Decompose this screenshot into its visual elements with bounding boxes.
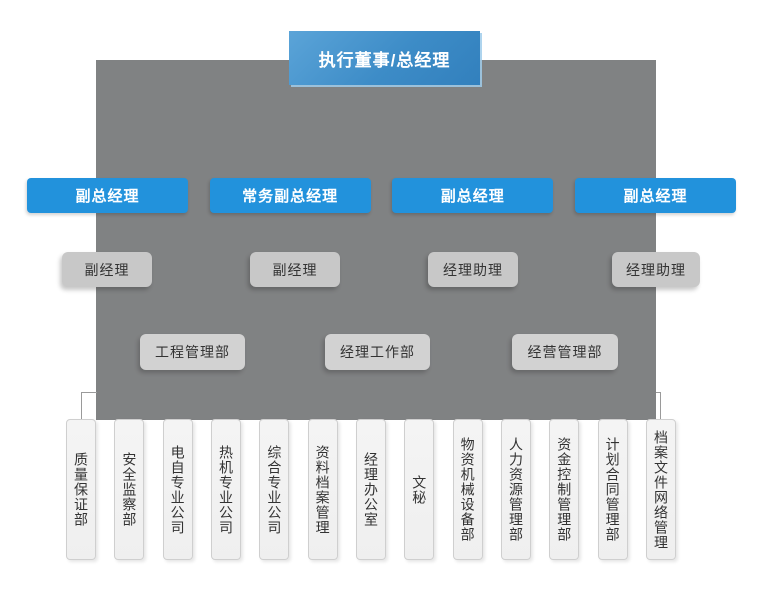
node-deputy-manager-1: 副经理	[62, 252, 152, 287]
node-standing-deputy-general-manager: 常务副总经理	[209, 178, 371, 213]
dept-label: 文秘	[411, 474, 428, 505]
node-secretary: 文秘	[404, 419, 435, 560]
node-material-machinery-equipment-dept: 物资机械设备部	[452, 419, 483, 560]
node-safety-supervision-dept: 安全监察部	[114, 419, 145, 560]
node-manager-assistant-1: 经理助理	[428, 252, 518, 287]
node-manager-assistant-2: 经理助理	[612, 252, 700, 287]
department-row: 质量保证部 安全监察部 电自专业公司 热机专业公司 综合专业公司 资料档案管理 …	[66, 419, 676, 562]
dept-label: 综合专业公司	[266, 444, 283, 535]
dept-label: 物资机械设备部	[459, 437, 476, 542]
node-deputy-general-manager-1: 副总经理	[27, 178, 188, 213]
dept-label: 质量保证部	[73, 452, 89, 527]
node-electric-auto-company: 电自专业公司	[162, 419, 193, 560]
node-deputy-manager-2: 副经理	[250, 252, 340, 287]
node-engineering-management-dept: 工程管理部	[140, 334, 245, 370]
dept-label: 资料档案管理	[314, 444, 331, 535]
node-deputy-general-manager-3: 副总经理	[574, 178, 736, 213]
executive-row: 副总经理 常务副总经理 副总经理 副总经理	[27, 178, 736, 213]
dept-label: 安全监察部	[121, 452, 138, 527]
node-fund-control-management-dept: 资金控制管理部	[549, 419, 580, 560]
dept-label: 电自专业公司	[169, 444, 186, 535]
node-deputy-general-manager-2: 副总经理	[392, 178, 554, 213]
connector-left-bracket	[81, 392, 97, 420]
node-thermal-machinery-company: 热机专业公司	[210, 419, 241, 560]
dept-label: 人力资源管理部	[507, 437, 524, 542]
node-manager-office: 经理办公室	[355, 419, 386, 560]
node-data-archive-management: 资料档案管理	[307, 419, 338, 560]
dept-label: 经理办公室	[362, 452, 379, 527]
dept-label: 计划合同管理部	[604, 437, 621, 542]
node-quality-assurance-dept: 质量保证部	[66, 419, 96, 560]
dept-label: 档案文件网络管理	[652, 429, 669, 550]
node-operation-management-dept: 经营管理部	[512, 334, 618, 370]
connector-right-bracket	[656, 392, 661, 420]
node-plan-contract-management-dept: 计划合同管理部	[597, 419, 628, 560]
node-comprehensive-company: 综合专业公司	[259, 419, 290, 560]
dept-label: 热机专业公司	[217, 444, 234, 535]
node-archive-file-network-management: 档案文件网络管理	[645, 419, 676, 560]
node-human-resources-management-dept: 人力资源管理部	[500, 419, 531, 560]
node-executive-director-general-manager: 执行董事/总经理	[289, 31, 480, 85]
node-manager-work-dept: 经理工作部	[325, 334, 430, 370]
dept-label: 资金控制管理部	[556, 437, 573, 542]
